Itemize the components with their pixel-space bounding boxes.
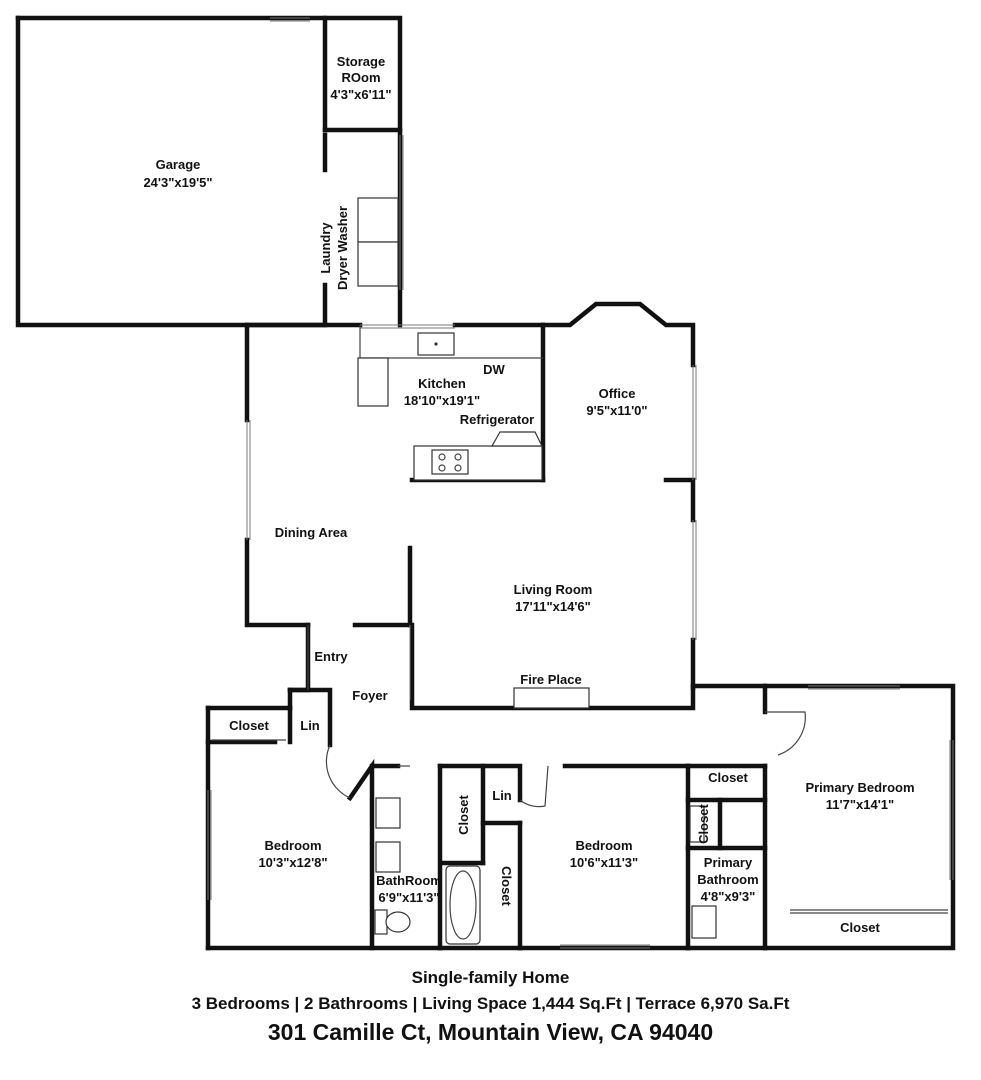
primary-bath-size: 4'8"x9'3" [701,889,756,904]
toilet-icon [385,911,411,933]
closet-small-right-label: Closet [696,803,711,843]
entry-label: Entry [314,649,348,664]
bedroom-mid-size: 10'6"x11'3" [570,855,638,870]
bedroom-left-label: Bedroom [264,838,321,853]
kitchen-label: Kitchen [418,376,466,391]
closet-hall-label: Closet [456,794,471,834]
refrigerator-icon [490,431,543,447]
foyer-label: Foyer [352,688,387,703]
garage-label: Garage [156,157,201,172]
dishwasher-label: DW [483,362,505,377]
bedroom-left-size: 10'3"x12'8" [258,855,327,870]
fireplace-label: Fire Place [520,672,581,687]
office-size: 9'5"x11'0" [586,403,647,418]
home-summary: 3 Bedrooms | 2 Bathrooms | Living Space … [191,994,790,1013]
fireplace-hearth [513,687,590,709]
bathroom-label: BathRoom [376,873,442,888]
dryer-washer-label: Dryer Washer [335,206,350,290]
living-size: 17'11"x14'6" [515,599,591,614]
office-label: Office [599,386,636,401]
closet-shelf-icon [689,805,705,843]
kitchen-island-icon [357,357,389,407]
bathroom-size: 6'9"x11'3" [378,890,439,905]
garage-size: 24'3"x19'5" [143,175,212,190]
primary-bedroom-label: Primary Bedroom [805,780,914,795]
vanity-sink-icon [375,797,401,829]
closet-hall2-label: Closet [499,866,514,906]
room-labels: Storage ROom 4'3"x6'11" Garage 24'3"x19'… [143,54,914,935]
bathtub-icon [445,865,481,945]
vanity-sink-icon-2 [375,841,401,873]
primary-bath-label: Primary [704,855,753,870]
lin-left-label: Lin [300,718,320,733]
bedroom-mid-label: Bedroom [575,838,632,853]
closet-primary-label: Closet [840,920,880,935]
storage-size: 4'3"x6'11" [330,87,391,102]
windows [207,17,954,949]
home-type: Single-family Home [411,968,570,987]
lin-hall-label: Lin [492,788,512,803]
fixtures [212,197,948,945]
closet-left-label: Closet [229,718,269,733]
primary-sink-icon [691,905,717,939]
living-label: Living Room [514,582,593,597]
doors [307,625,806,808]
primary-bedroom-size: 11'7"x14'1" [826,797,894,812]
toilet-tank-icon [374,909,388,935]
refrigerator-label: Refrigerator [460,412,534,427]
dining-label: Dining Area [275,525,348,540]
dryer-icon [357,197,399,243]
stove-icon [431,449,469,475]
storage-label: Storage [337,54,385,69]
laundry-label: Laundry [318,222,333,274]
primary-bath-label-2: Bathroom [697,872,758,887]
closet-upper-right-label: Closet [708,770,748,785]
storage-label-2: ROom [342,70,381,85]
kitchen-size: 18'10"x19'1" [404,393,480,408]
home-address: 301 Camille Ct, Mountain View, CA 94040 [267,1019,714,1045]
washer-icon [357,241,399,287]
